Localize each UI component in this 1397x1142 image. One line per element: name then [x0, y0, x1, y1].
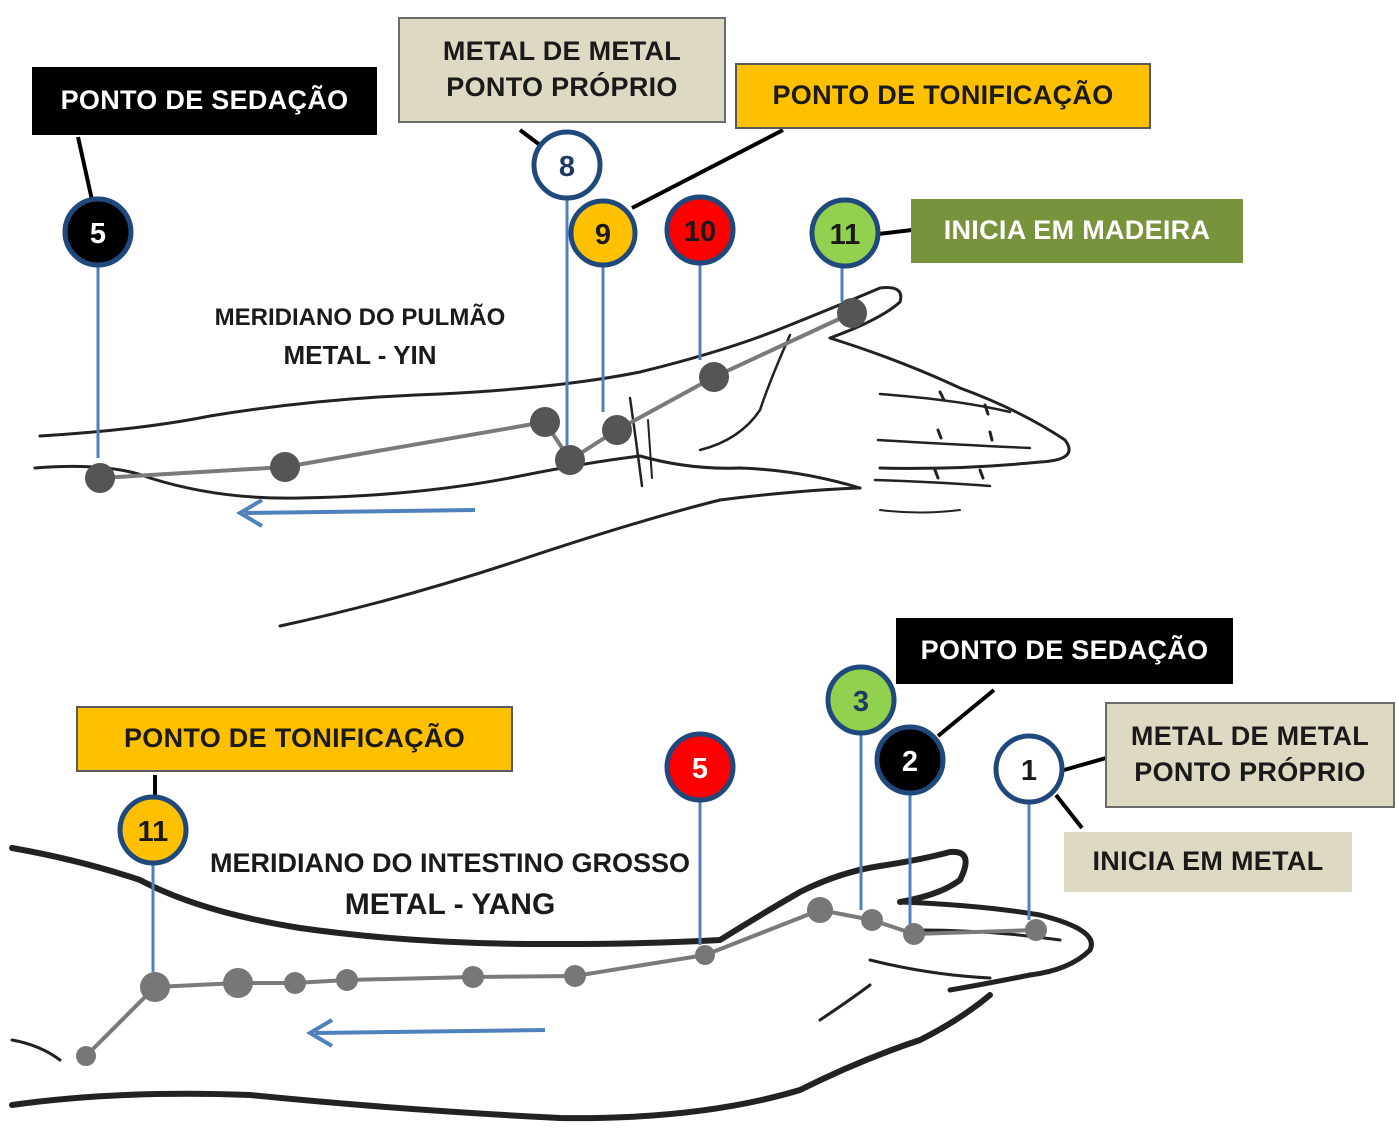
bottom-point-11-number: 11: [138, 816, 169, 848]
top-meridian-title: MERIDIANO DO PULMÃO: [214, 304, 506, 331]
top-point-9-number: 9: [595, 219, 611, 251]
bottom-acupoint: [76, 1046, 96, 1066]
bottom-acupoint: [903, 923, 925, 945]
bottom-acupoint: [336, 969, 358, 991]
bottom-tonification-text: PONTO DE TONIFICAÇÃO: [123, 723, 466, 754]
top-sedation-label: PONTO DE SEDAÇÃO: [32, 67, 377, 135]
top-point-11-badge: 11: [809, 197, 881, 269]
bottom-acupoint: [695, 945, 715, 965]
top-direction-arrow: [236, 498, 476, 528]
bottom-meridian-subtitle: METAL - YANG: [344, 888, 556, 921]
top-connector-lines: [76, 128, 913, 236]
bottom-acupoint: [861, 909, 883, 931]
bottom-point-3-badge: 3: [825, 664, 897, 736]
top-point-10-number: 10: [684, 216, 716, 248]
bottom-acupoint: [140, 972, 170, 1002]
bottom-point-2-badge: 2: [874, 724, 946, 796]
bottom-sedation-text: PONTO DE SEDAÇÃO: [920, 635, 1209, 666]
top-own-point-line1: METAL DE METAL: [442, 36, 682, 67]
top-start-label: INICIA EM MADEIRA: [911, 199, 1243, 263]
top-start-text: INICIA EM MADEIRA: [943, 215, 1211, 246]
top-indicator-lines: [96, 198, 844, 458]
top-point-5-badge: 5: [62, 196, 134, 268]
bottom-point-5-badge: 5: [664, 731, 736, 803]
bottom-start-label: INICIA EM METAL: [1064, 832, 1352, 892]
bottom-own-point-line2: PONTO PRÓPRIO: [1134, 757, 1366, 787]
top-meridian-path: [99, 311, 853, 480]
top-sedation-text: PONTO DE SEDAÇÃO: [60, 85, 349, 116]
bottom-point-1-badge: 1: [993, 733, 1065, 805]
top-tonification-label: PONTO DE TONIFICAÇÃO: [735, 63, 1151, 129]
top-point-9-badge: 9: [568, 198, 638, 268]
top-tonification-text: PONTO DE TONIFICAÇÃO: [772, 80, 1114, 111]
top-acupoint: [837, 298, 867, 328]
bottom-indicator-lines: [151, 734, 1031, 972]
top-point-8-number: 8: [559, 151, 575, 183]
top-own-point-label: METAL DE METAL PONTO PRÓPRIO: [398, 17, 726, 123]
top-point-11-number: 11: [830, 219, 861, 251]
bottom-acupoint: [1025, 919, 1047, 941]
bottom-arm-drawing: [9, 845, 1094, 1122]
bottom-start-text: INICIA EM METAL: [1092, 846, 1324, 877]
bottom-acupoint: [223, 968, 253, 998]
bottom-acupoint: [564, 965, 586, 987]
top-meridian-subtitle: METAL - YIN: [283, 340, 437, 370]
top-acupoint: [699, 362, 729, 392]
bottom-own-point-label: METAL DE METAL PONTO PRÓPRIO: [1105, 702, 1395, 808]
bottom-point-11-badge: 11: [117, 794, 189, 866]
bottom-acupoint: [807, 897, 833, 923]
top-acupoint: [85, 463, 115, 493]
bottom-acupoint: [284, 972, 306, 994]
bottom-sedation-label: PONTO DE SEDAÇÃO: [896, 618, 1233, 684]
bottom-point-3-number: 3: [853, 686, 869, 718]
top-acupoints: [85, 298, 867, 493]
bottom-direction-arrow: [306, 1018, 546, 1048]
bottom-own-point-line1: METAL DE METAL: [1130, 721, 1370, 752]
bottom-point-1-number: 1: [1021, 755, 1037, 787]
top-point-5-number: 5: [90, 218, 106, 250]
top-point-10-badge: 10: [664, 194, 736, 266]
top-acupoint: [555, 445, 585, 475]
top-acupoint: [270, 452, 300, 482]
bottom-connector-lines: [153, 688, 1107, 830]
bottom-point-2-number: 2: [902, 746, 918, 778]
top-point-8-badge: 8: [531, 129, 603, 201]
top-own-point-line2: PONTO PRÓPRIO: [446, 72, 678, 102]
bottom-tonification-label: PONTO DE TONIFICAÇÃO: [76, 706, 513, 772]
bottom-acupoints: [76, 897, 1047, 1066]
top-acupoint: [602, 415, 632, 445]
bottom-point-5-number: 5: [692, 753, 708, 785]
top-arm-drawing: [33, 286, 1071, 628]
top-acupoint: [530, 407, 560, 437]
bottom-meridian-title: MERIDIANO DO INTESTINO GROSSO: [209, 848, 691, 878]
bottom-acupoint: [462, 966, 484, 988]
